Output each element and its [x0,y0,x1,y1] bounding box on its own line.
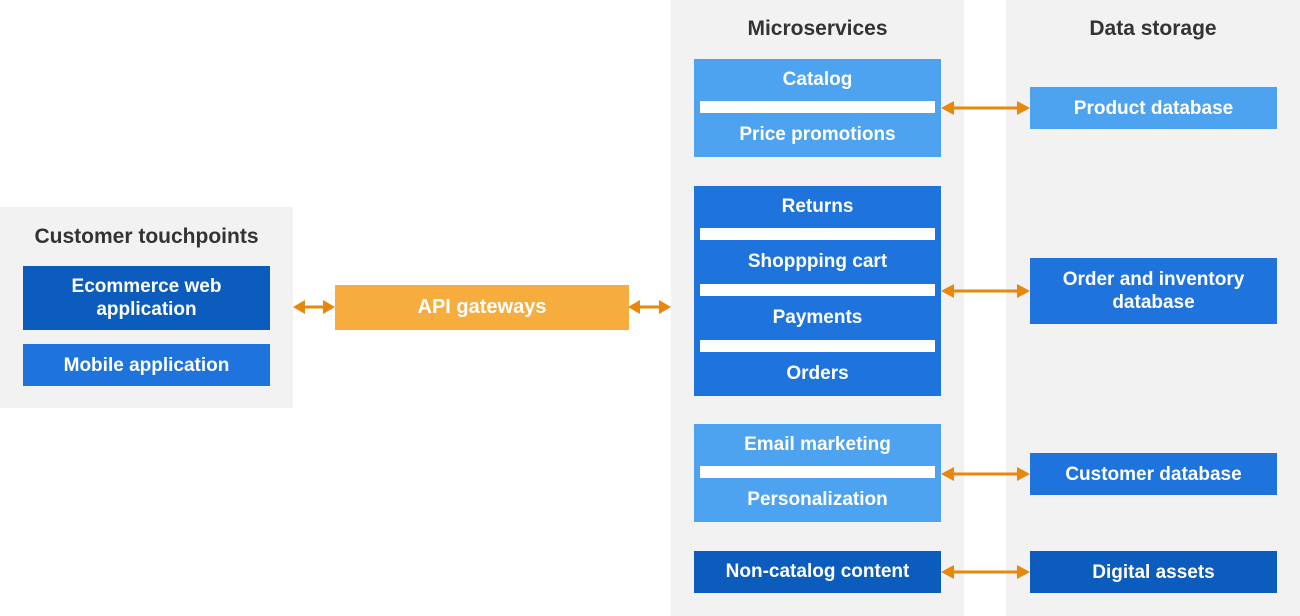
microservice-price-promotions: Price promotions [739,124,896,145]
microservice-group-catalog: Catalog Price promotions [694,59,941,157]
digital-assets-label: Digital assets [1092,561,1215,583]
microservice-group-marketing: Email marketing Personalization [694,424,941,522]
marketing-customer-db-arrow [941,467,1030,481]
touchpoints-heading: Customer touchpoints [34,225,259,248]
microservice-orders: Orders [786,363,849,384]
customer-database-label: Customer database [1065,463,1242,485]
orders-order-db-arrow [941,284,1030,298]
customer-database-box: Customer database [1030,453,1277,495]
microservice-shopping-cart: Shoppping cart [747,251,888,272]
mobile-app-box: Mobile application [23,344,270,386]
microservice-group-orders: Returns Shoppping cart Payments Orders [694,186,941,396]
microservice-divider [700,284,935,296]
microservice-catalog: Catalog [782,69,853,90]
product-database-box: Product database [1030,87,1277,129]
digital-assets-box: Digital assets [1030,551,1277,593]
order-inventory-database-label: Order and inventory database [1062,269,1245,313]
touchpoints-gateway-arrow [293,300,335,314]
product-database-label: Product database [1073,97,1234,119]
microservice-email-marketing: Email marketing [744,434,891,455]
gateway-microservices-arrow [628,300,671,314]
microservice-personalization: Personalization [747,489,888,510]
mobile-app-label: Mobile application [63,354,230,376]
microservices-heading: Microservices [747,17,888,40]
microservice-group-content: Non-catalog content [694,551,941,593]
microservice-divider [700,101,935,113]
catalog-product-db-arrow [941,101,1030,115]
microservice-divider [700,466,935,478]
order-inventory-database-box: Order and inventory database [1030,258,1277,324]
ecommerce-web-app-label: Ecommerce web application [71,276,222,320]
microservice-non-catalog-content: Non-catalog content [725,561,910,582]
microservice-returns: Returns [781,196,854,217]
microservice-payments: Payments [772,307,863,328]
ecommerce-web-app-box: Ecommerce web application [23,266,270,330]
microservice-divider [700,228,935,240]
api-gateway-label: API gateways [417,296,547,318]
storage-heading: Data storage [1089,17,1217,40]
microservice-divider [700,340,935,352]
content-digital-assets-arrow [941,565,1030,579]
api-gateway-box: API gateways [335,285,629,330]
